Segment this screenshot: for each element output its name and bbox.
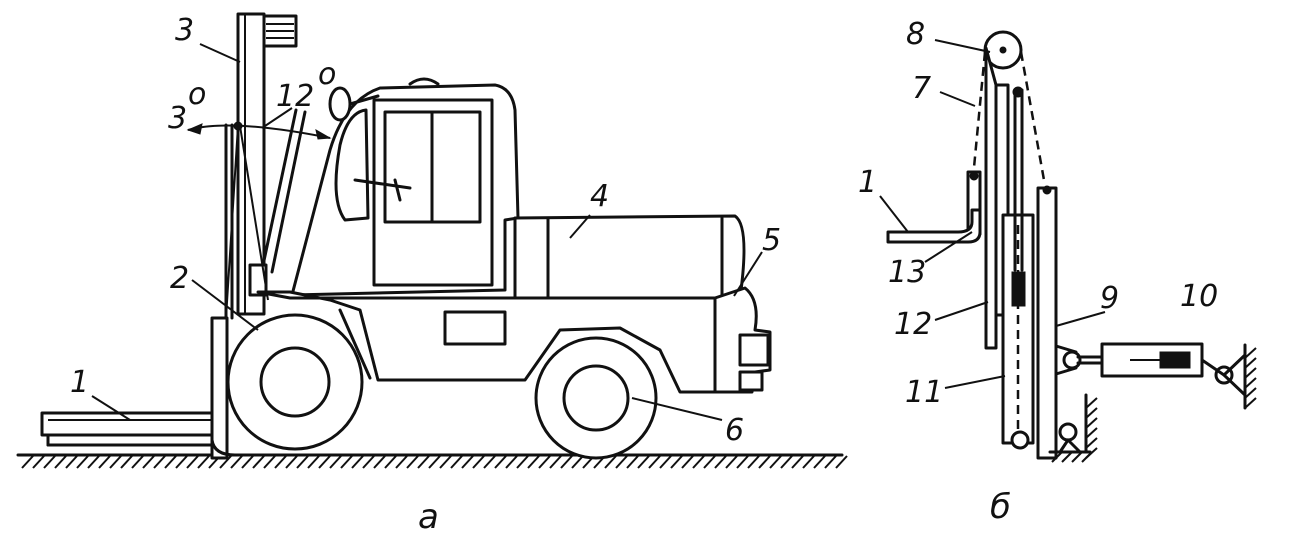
label-b-7: 7 — [912, 71, 931, 106]
view-a-forklift: 1 2 3 4 5 6 3 o 12 o а — [16, 12, 848, 537]
tilt-cylinder-2 — [248, 108, 307, 297]
label-a-6: 6 — [725, 413, 744, 448]
label-b-10: 10 — [1180, 279, 1218, 314]
label-b-11: 11 — [905, 375, 943, 410]
label-b-8: 8 — [906, 17, 925, 52]
caption-b: б — [990, 487, 1011, 527]
label-a-1: 1 — [70, 365, 89, 400]
tilt-cylinder-10 — [1054, 342, 1257, 410]
counterweight-5 — [713, 286, 772, 394]
view-b-lift-mechanism: 8 7 1 13 12 9 10 11 б — [858, 17, 1257, 527]
caption-a: а — [418, 497, 439, 537]
label-a-2: 2 — [170, 261, 189, 296]
angle-forward-degree: o — [188, 77, 206, 112]
angle-back-degree: o — [318, 57, 336, 92]
label-a-3: 3 — [175, 13, 194, 48]
cabin — [290, 77, 520, 297]
angle-forward-label: 3 — [168, 101, 187, 136]
label-b-1: 1 — [858, 165, 877, 200]
label-b-9: 9 — [1100, 281, 1119, 316]
front-wheel — [226, 313, 364, 451]
fork-1-b — [886, 208, 982, 244]
angle-back-label: 12 — [276, 79, 314, 114]
leader-lines-b — [879, 39, 1106, 389]
column-9 — [1036, 185, 1058, 460]
fork-1 — [40, 316, 237, 460]
tilt-angle-marks — [186, 121, 332, 319]
engine-hood-4 — [513, 214, 746, 300]
leader-lines-a — [91, 43, 763, 421]
label-b-13: 13 — [888, 255, 926, 290]
inner-mast-11 — [1001, 213, 1035, 445]
outer-mast-12 — [984, 46, 1010, 350]
lift-cylinder-rod — [1011, 86, 1026, 307]
rear-wheel-6 — [534, 336, 658, 460]
label-b-12: 12 — [894, 307, 932, 342]
label-a-5: 5 — [762, 223, 781, 258]
chain-7 — [971, 51, 1046, 181]
chassis — [256, 290, 717, 394]
ground-line-a — [16, 453, 848, 469]
label-a-4: 4 — [590, 179, 609, 214]
pivot-lower-left — [1010, 393, 1098, 463]
